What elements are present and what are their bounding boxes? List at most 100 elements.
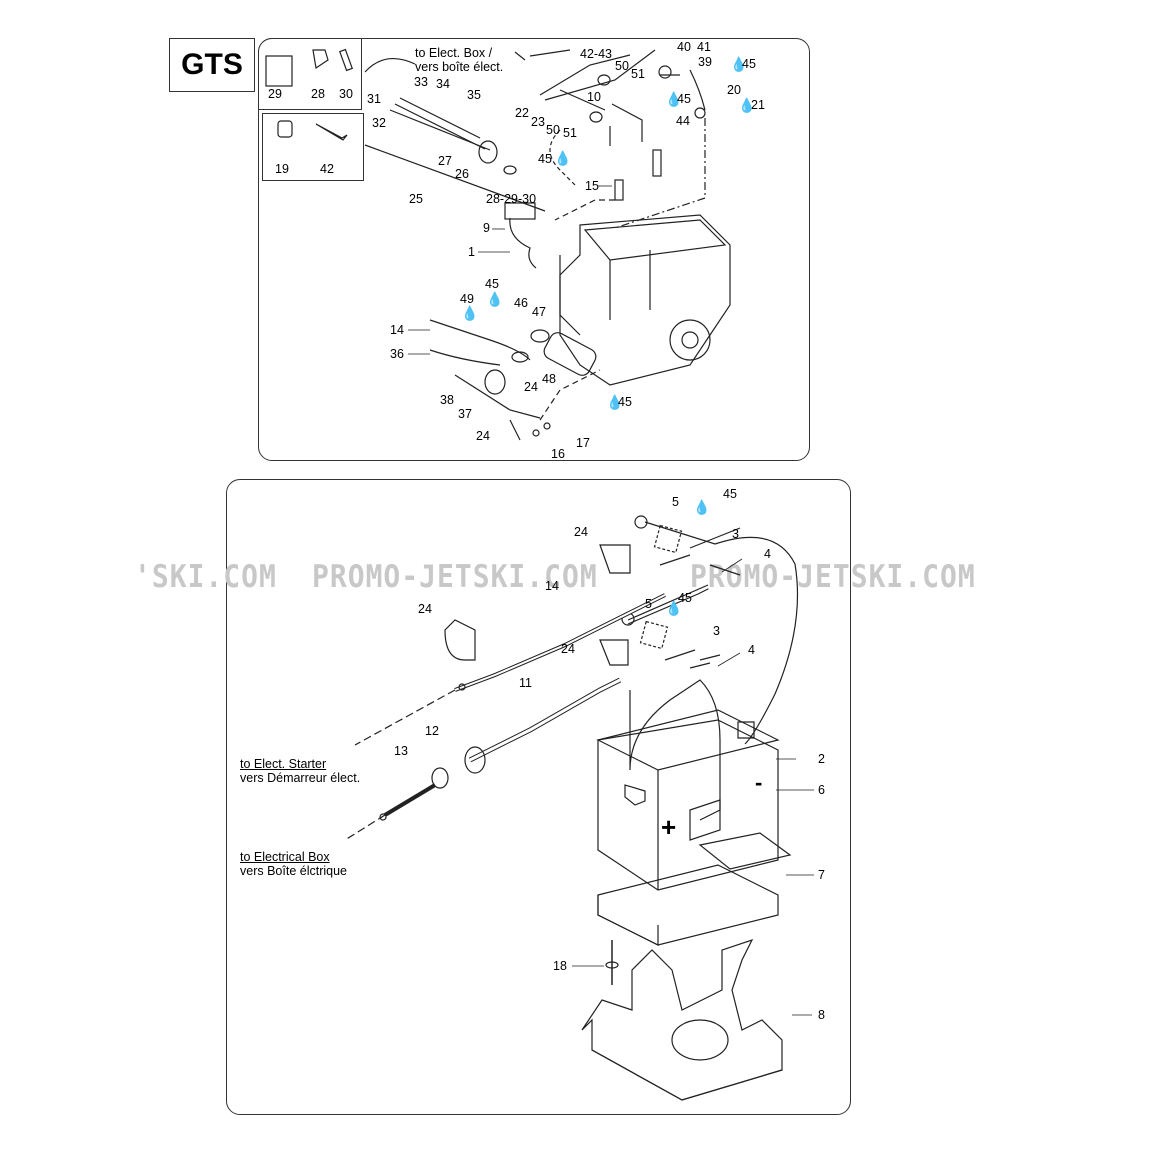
- callout-19: 19: [275, 162, 289, 176]
- callout-14-bottom: 14: [545, 579, 559, 593]
- spark-plug-icon-2: [652, 149, 662, 177]
- callout-41: 41: [697, 40, 711, 54]
- callout-51-bottom: 51: [563, 126, 577, 140]
- callout-16: 16: [551, 447, 565, 461]
- callout-47: 47: [532, 305, 546, 319]
- callout-13: 13: [394, 744, 408, 758]
- callout-3-a: 3: [732, 527, 739, 541]
- terminal-boot-icon-3: [444, 619, 476, 661]
- callout-45-b: 45: [677, 92, 691, 106]
- callout-11: 11: [519, 676, 532, 690]
- boot-icon: [484, 369, 506, 395]
- callout-50-top: 50: [615, 59, 629, 73]
- callout-40: 40: [677, 40, 691, 54]
- callout-24-top-a: 24: [524, 380, 538, 394]
- callout-2: 2: [818, 752, 825, 766]
- callout-4-b: 4: [748, 643, 755, 657]
- callout-29: 29: [268, 87, 282, 101]
- callout-7: 7: [818, 868, 825, 882]
- callout-24-top-b: 24: [476, 429, 490, 443]
- callout-14-top: 14: [390, 323, 404, 337]
- callout-31: 31: [367, 92, 381, 106]
- callout-15: 15: [585, 179, 599, 193]
- note-to-elect-starter-line2: vers Démarreur élect.: [240, 771, 361, 785]
- lubricant-drop-icon: 💧: [665, 91, 683, 107]
- lubricant-drop-icon: 💧: [730, 56, 748, 72]
- connector-plug-icon: [312, 49, 329, 70]
- note-to-elect-starter: to Elect. Starter vers Démarreur élect.: [240, 757, 360, 785]
- callout-21: 21: [751, 98, 765, 112]
- callout-46: 46: [514, 296, 528, 310]
- callout-39: 39: [698, 55, 712, 69]
- lubricant-drop-icon: 💧: [665, 600, 683, 616]
- callout-35: 35: [467, 88, 481, 102]
- lubricant-drop-icon: 💧: [606, 394, 624, 410]
- battery-positive-sign: +: [661, 812, 677, 842]
- callout-30: 30: [339, 87, 353, 101]
- callout-4-a: 4: [764, 547, 771, 561]
- callout-24-a: 24: [574, 525, 588, 539]
- watermark-middle: PROMO-JETSKI.COM: [312, 558, 598, 595]
- spark-plug-icon: [614, 179, 624, 201]
- terminal-parts-inset: [262, 113, 364, 181]
- starter-motor-icon: [543, 332, 597, 376]
- callout-45-e: 45: [618, 395, 632, 409]
- engine-block-icon: [559, 214, 731, 386]
- callout-48: 48: [542, 372, 556, 386]
- note-to-elect-box-line1: to Elect. Box /: [415, 46, 493, 60]
- callout-33: 33: [414, 75, 428, 89]
- pin-icon: [338, 48, 354, 72]
- note-to-electrical-box-line1: to Electrical Box: [240, 850, 330, 864]
- note-to-electrical-box-line2: vers Boîte élctrique: [240, 864, 347, 878]
- callout-45-c: 45: [538, 152, 552, 166]
- callout-25: 25: [409, 192, 423, 206]
- callout-12: 12: [425, 724, 439, 738]
- callout-45-g: 45: [678, 591, 692, 605]
- callout-3-b: 3: [713, 624, 720, 638]
- callout-5-a: 5: [672, 495, 679, 509]
- callout-22: 22: [515, 106, 529, 120]
- callout-24-c: 24: [561, 642, 575, 656]
- callout-26: 26: [455, 167, 469, 181]
- callout-45-a: 45: [742, 57, 756, 71]
- callout-42-43: 42-43: [580, 47, 612, 61]
- note-to-elect-box: to Elect. Box / vers boîte élect.: [415, 46, 503, 74]
- callout-10: 10: [587, 90, 601, 104]
- battery-pad-icon: [597, 864, 779, 946]
- callout-45-d: 45: [485, 277, 499, 291]
- callout-44: 44: [676, 114, 690, 128]
- callout-23: 23: [531, 115, 545, 129]
- connector-housing-icon: [265, 55, 293, 87]
- sleeve-icon: [277, 120, 293, 138]
- grommet-icon-2: [431, 767, 449, 789]
- watermark-right: PROMO-JETSKI.COM: [690, 558, 976, 595]
- lubricant-drop-icon: 💧: [461, 305, 479, 321]
- callout-37: 37: [458, 407, 472, 421]
- lubricant-drop-icon: 💧: [554, 150, 572, 166]
- callout-5-b: 5: [645, 597, 652, 611]
- battery-negative-sign: -: [755, 770, 763, 795]
- watermark-left: 'SKI.COM: [134, 558, 277, 595]
- terminal-icon: [315, 123, 348, 141]
- callout-9: 9: [483, 221, 490, 235]
- connector-block-icon: [504, 202, 536, 220]
- callout-42: 42: [320, 162, 334, 176]
- battery-holder-icon: [581, 938, 783, 1101]
- callout-32: 32: [372, 116, 386, 130]
- callout-38: 38: [440, 393, 454, 407]
- note-to-elect-starter-line1: to Elect. Starter: [240, 757, 327, 771]
- lubricant-drop-icon: 💧: [693, 499, 711, 515]
- callout-51-top: 51: [631, 67, 645, 81]
- callout-20: 20: [727, 83, 741, 97]
- terminal-boot-icon-1: [599, 544, 631, 574]
- lubricant-drop-icon: 💧: [738, 97, 756, 113]
- callout-34: 34: [436, 77, 450, 91]
- callout-27: 27: [438, 154, 452, 168]
- callout-45-f: 45: [723, 487, 737, 501]
- callout-6: 6: [818, 783, 825, 797]
- strap-icon: [629, 679, 721, 821]
- terminal-boot-icon-2: [599, 639, 629, 666]
- callout-1: 1: [468, 245, 475, 259]
- callout-28: 28: [311, 87, 325, 101]
